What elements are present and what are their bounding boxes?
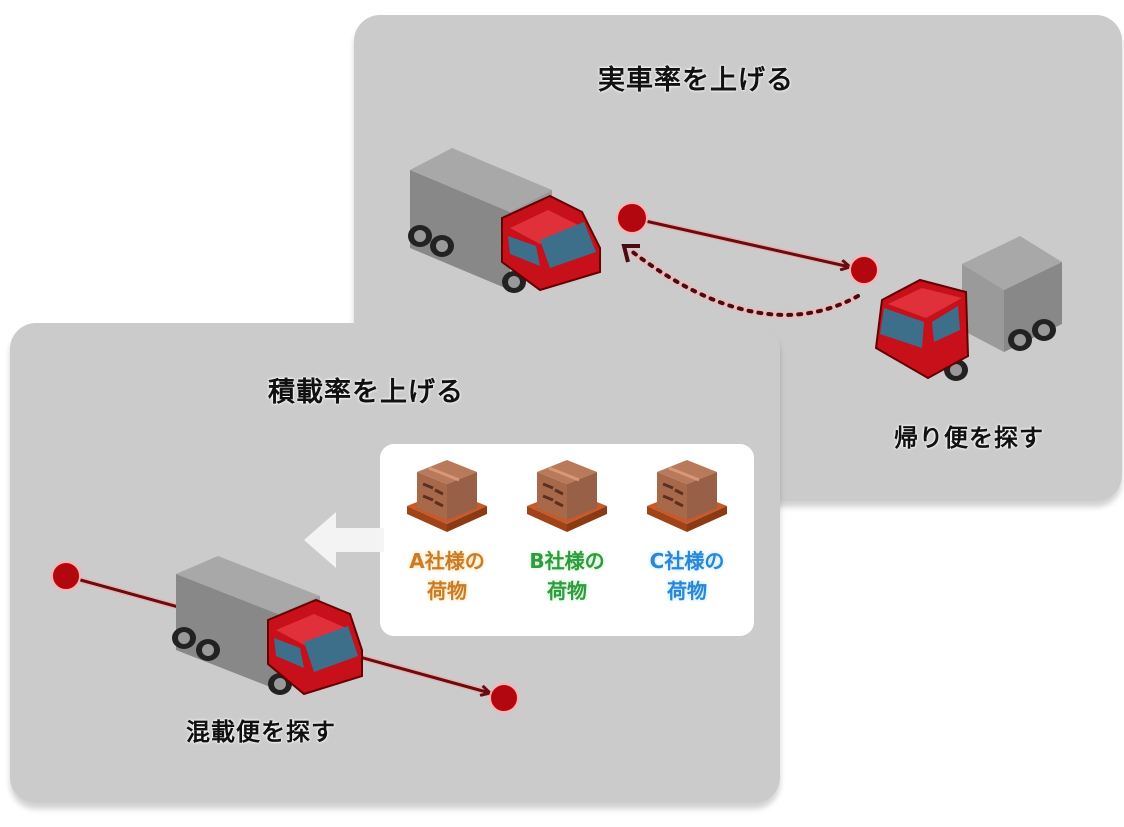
cargo-label-company: A社様の <box>409 549 485 573</box>
cargo-item-a: A社様の 荷物 <box>392 454 502 604</box>
cargo-label-company: C社様の <box>649 549 725 573</box>
truck-icon-mixed-load <box>172 556 363 696</box>
cargo-pallet-icon <box>527 460 607 532</box>
outbound-route <box>631 215 857 268</box>
route-point-destination <box>849 255 879 285</box>
cargo-label-item: 荷物 <box>427 579 467 603</box>
return-route-dotted <box>621 244 860 319</box>
cargo-item-c: C社様の 荷物 <box>632 454 742 604</box>
cargo-item-b: B社様の 荷物 <box>512 454 622 604</box>
cargo-pallet-icon <box>647 460 727 532</box>
route-point-end <box>489 683 519 713</box>
truck-icon-return <box>874 236 1062 381</box>
cargo-label-item: 荷物 <box>547 579 587 603</box>
route-point-origin <box>616 202 648 234</box>
truck-icon-outbound <box>408 148 601 293</box>
top-panel-title: 実車率を上げる <box>598 65 794 96</box>
cargo-group: A社様の 荷物 B社様の 荷物 <box>380 444 754 636</box>
load-arrow-icon <box>304 512 384 568</box>
cargo-label-company: B社様の <box>529 549 605 573</box>
cargo-label-item: 荷物 <box>667 579 707 603</box>
route-point-start <box>51 561 81 591</box>
cargo-pallet-icon <box>407 460 487 532</box>
return-trip-caption: 帰り便を探す <box>894 424 1044 452</box>
mixed-load-caption: 混載便を探す <box>186 718 336 746</box>
bottom-panel-title: 積載率を上げる <box>268 377 464 408</box>
